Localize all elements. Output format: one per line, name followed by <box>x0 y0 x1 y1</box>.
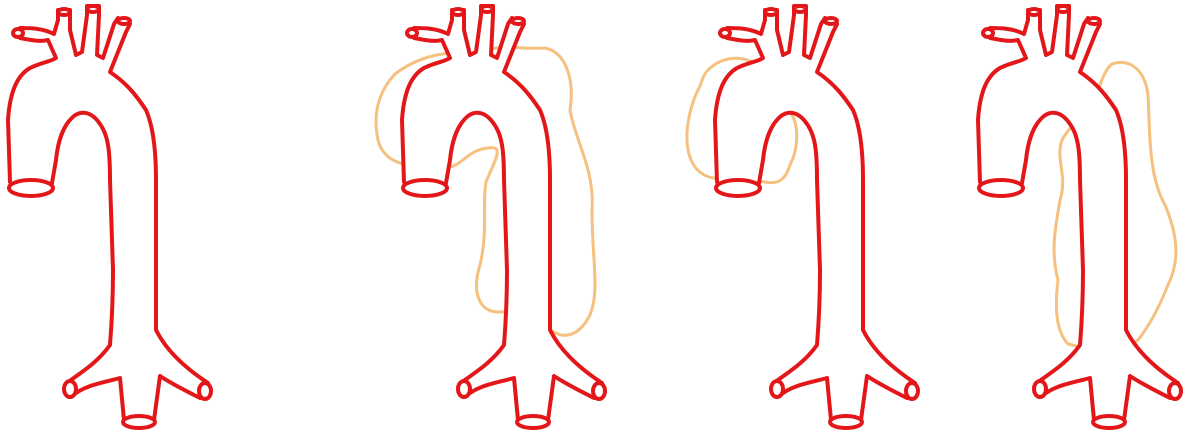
aorta-panel-2 <box>376 6 605 428</box>
aorta-panel-4 <box>978 6 1181 428</box>
aorta-panel-3 <box>687 6 918 428</box>
aorta-panel-1 <box>8 6 211 428</box>
